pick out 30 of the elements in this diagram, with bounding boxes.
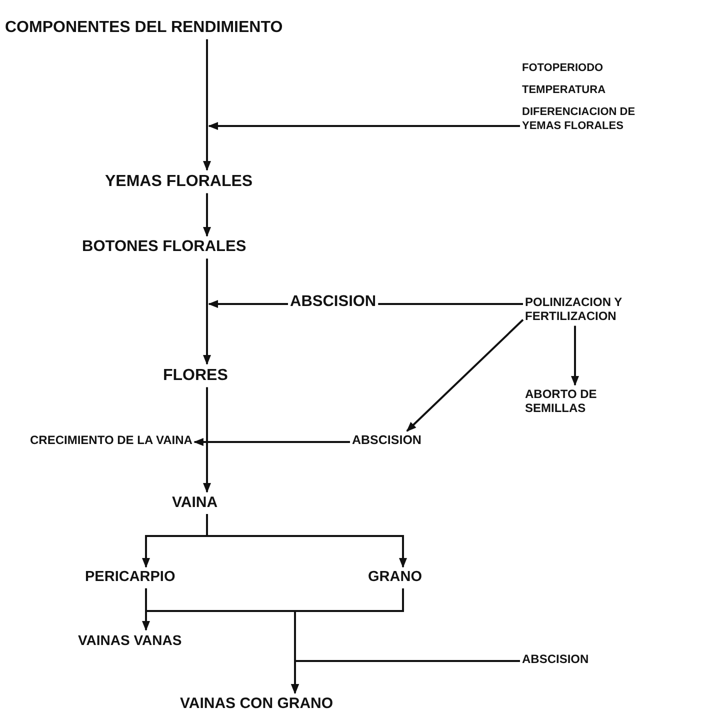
node-text: ABSCISION [352,433,422,448]
arrow [208,300,288,308]
node-text: ABORTO DE SEMILLAS [525,387,598,416]
node-text: VAINAS VANAS [78,632,182,649]
arrow [291,660,520,694]
node-text: PERICARPIO [85,569,176,586]
arrow [571,326,579,386]
node-text: BOTONES FLORALES [82,238,246,257]
arrow [406,319,524,432]
node-text: VAINA [172,494,218,512]
node-text: TEMPERATURA [522,84,607,98]
arrow [206,514,407,568]
node-text: COMPONENTES DEL RENDIMIENTO [5,18,283,38]
node-text: DIFERENCIACION DE YEMAS FLORALES [522,106,636,133]
node-text: CRECIMIENTO DE LA VAINA [30,433,192,448]
arrow [193,438,350,446]
node-text: YEMAS FLORALES [105,172,253,192]
arrow [203,193,211,237]
node-text: ABSCISION [290,293,376,312]
arrow [203,387,211,493]
node-text: VAINAS CON GRANO [180,695,334,713]
connector-line [378,303,523,305]
node-text: GRANO [368,569,422,586]
node-text: FOTOPERIODO [522,62,604,76]
node-text: ABSCISION [522,652,589,666]
arrow [208,122,520,130]
node-text: FLORES [163,366,228,386]
node-text: POLINIZACION Y FERTILIZACION [525,295,623,324]
arrow [203,258,211,365]
arrow [203,39,211,171]
